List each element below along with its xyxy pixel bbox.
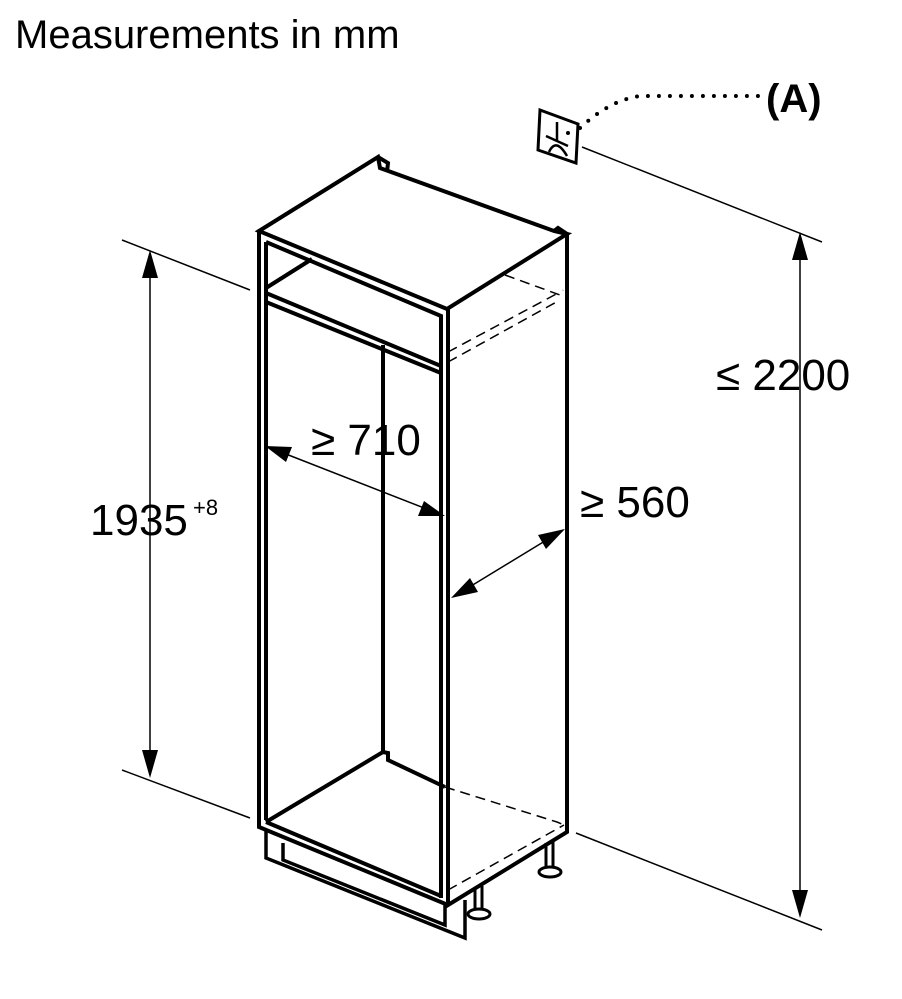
diagram-title: Measurements in mm [15, 13, 400, 57]
callout-leader [578, 94, 762, 130]
height-dimension: 1935 [90, 496, 188, 545]
cabinet-drawing [254, 153, 573, 941]
max-height-dimension: ≤ 2200 [716, 351, 850, 400]
callout-label: (A) [766, 77, 822, 121]
dimension-lines [121, 146, 823, 931]
height-tolerance: +8 [193, 495, 218, 520]
width-dimension: ≥ 710 [311, 416, 421, 465]
depth-dimension: ≥ 560 [580, 478, 690, 527]
power-socket-icon [536, 107, 580, 166]
